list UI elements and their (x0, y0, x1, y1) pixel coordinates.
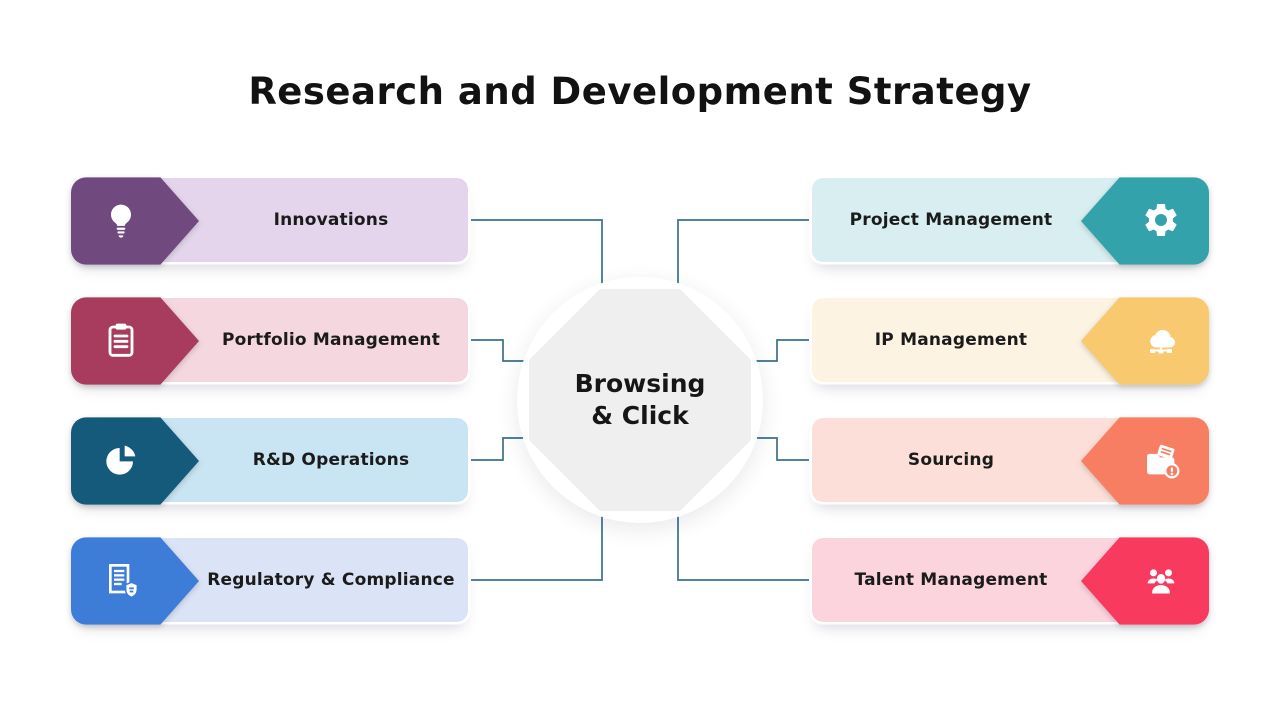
arrow-shape (71, 297, 199, 385)
arrow-shape (1081, 417, 1209, 505)
center-octagon: Browsing & Click (529, 289, 751, 511)
item-regulatory-compliance: Regulatory & Compliance (71, 535, 471, 625)
people-icon (1141, 560, 1181, 600)
clipboard-icon (101, 320, 141, 360)
arrow-shape (71, 177, 199, 265)
folder-alert-icon (1141, 440, 1181, 480)
item-label: Talent Management (854, 570, 1048, 590)
arrow-shape (71, 417, 199, 505)
item-label: Regulatory & Compliance (207, 570, 455, 590)
page-title: Research and Development Strategy (248, 70, 1032, 113)
item-label: Portfolio Management (221, 330, 441, 350)
gear-icon (1141, 200, 1181, 240)
document-shield-icon (101, 560, 141, 600)
pie-chart-icon (101, 440, 141, 480)
arrow-shape (1081, 297, 1209, 385)
item-label: IP Management (874, 330, 1028, 350)
item-label: Innovations (273, 210, 389, 230)
arrow-shape (1081, 177, 1209, 265)
arrow-shape (1081, 537, 1209, 625)
item-label: Sourcing (907, 450, 995, 470)
item-label: Project Management (849, 210, 1053, 230)
arrow-shape (71, 537, 199, 625)
center-label: Browsing & Click (574, 368, 706, 431)
lightbulb-icon (101, 200, 141, 240)
item-innovations: Innovations (71, 175, 471, 265)
item-talent-management: Talent Management (809, 535, 1209, 625)
cloud-network-icon (1141, 320, 1181, 360)
item-sourcing: Sourcing (809, 415, 1209, 505)
item-label: R&D Operations (252, 450, 410, 470)
item-project-management: Project Management (809, 175, 1209, 265)
item-portfolio-management: Portfolio Management (71, 295, 471, 385)
item-rd-operations: R&D Operations (71, 415, 471, 505)
item-ip-management: IP Management (809, 295, 1209, 385)
